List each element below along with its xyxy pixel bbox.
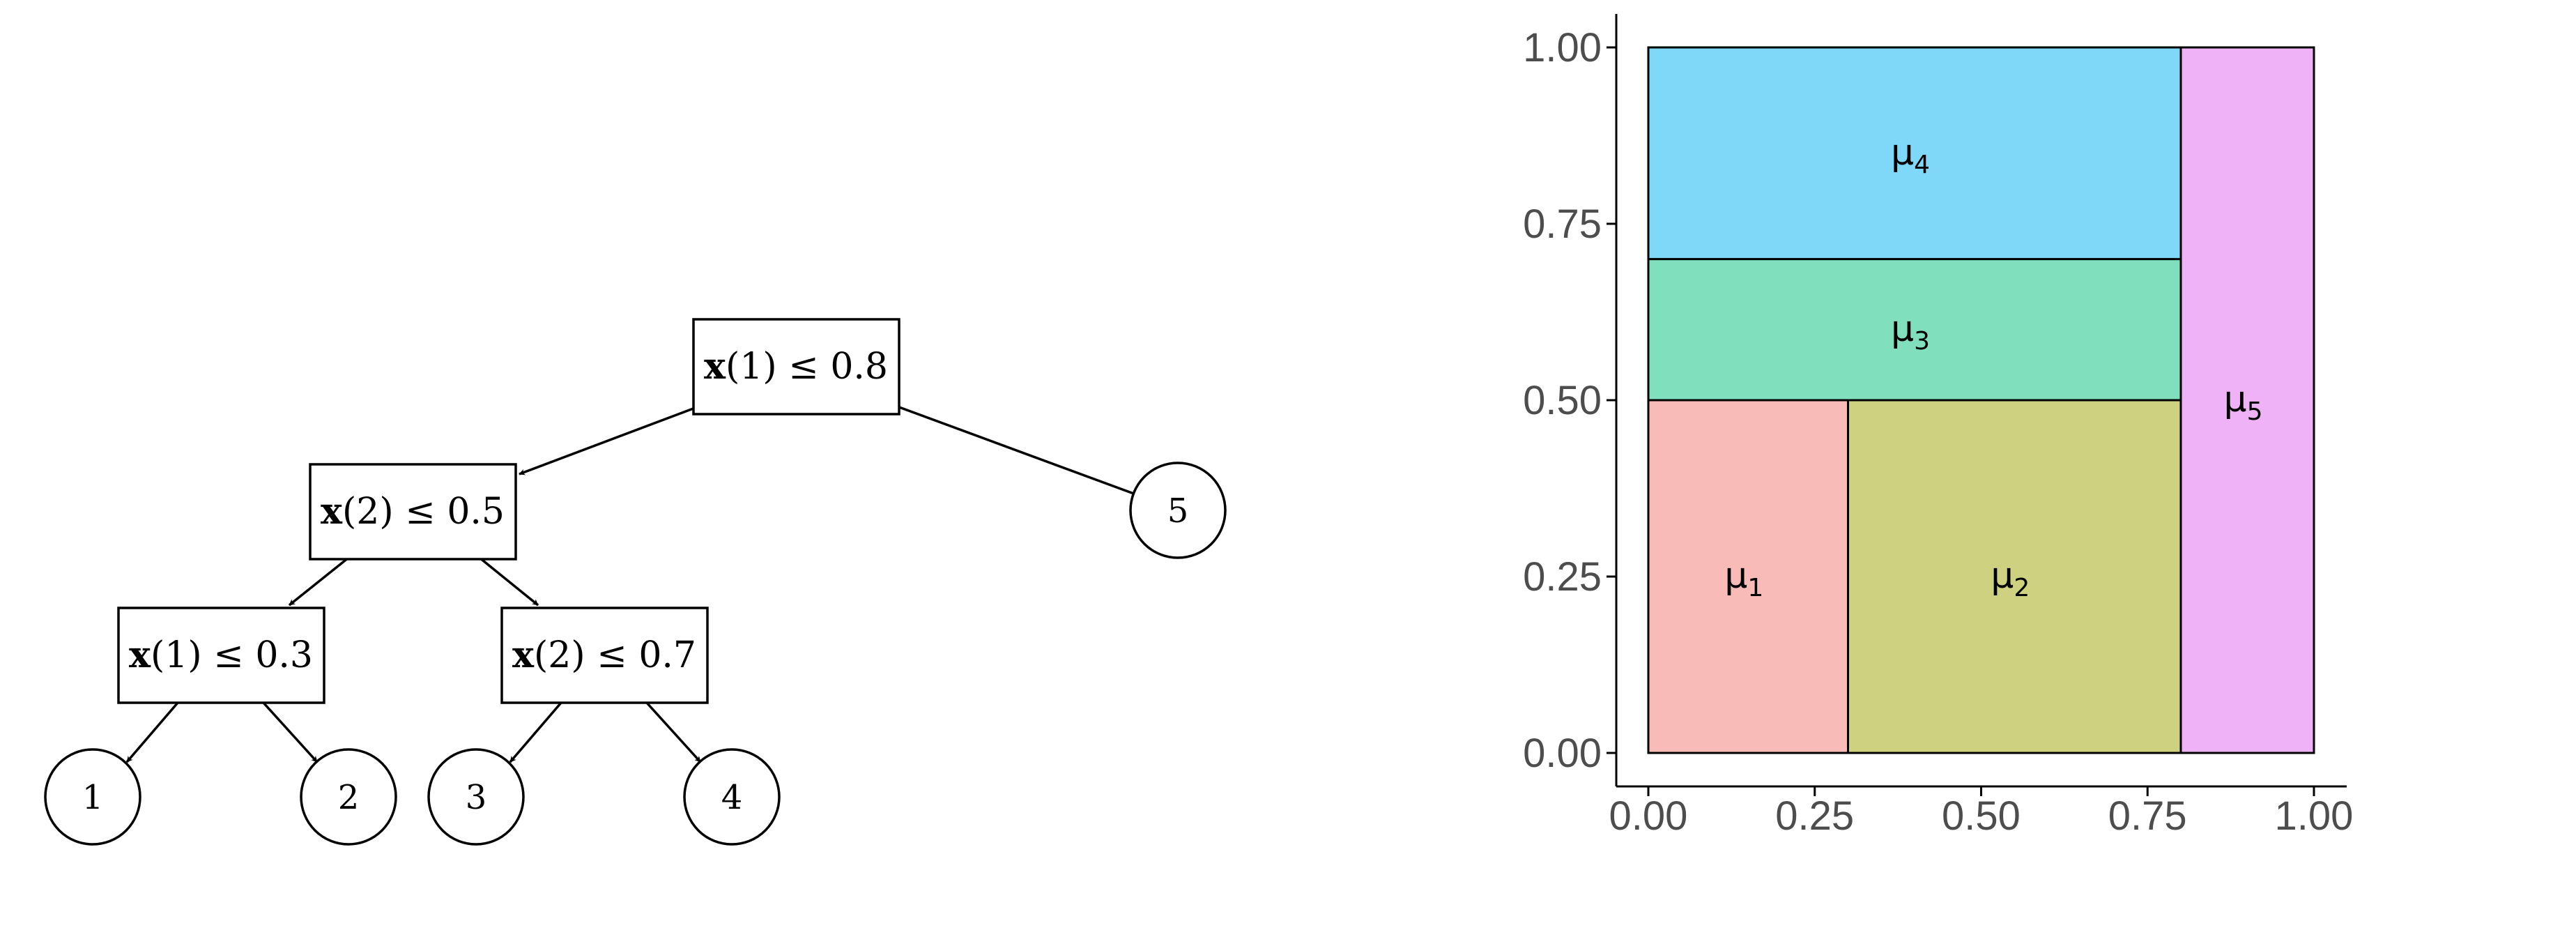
region-mu-4: μ4 <box>1647 46 2182 261</box>
region-label: μ1 <box>1724 555 1763 602</box>
region-label-symbol: μ <box>1724 555 1747 597</box>
svg-text:x(1) ≤ 0.8: x(1) ≤ 0.8 <box>704 345 888 388</box>
leaf-label: 4 <box>721 778 743 817</box>
region-rect <box>2179 46 2315 754</box>
leaf-label: 2 <box>338 778 360 817</box>
leaf-node-2: 2 <box>300 748 397 846</box>
region-label: μ3 <box>1891 308 1930 356</box>
region-label-subscript: 3 <box>1914 327 1930 356</box>
svg-text:x(1) ≤ 0.3: x(1) ≤ 0.3 <box>129 634 313 676</box>
x-tick-label: 0.50 <box>1942 793 2021 839</box>
region-label: μ4 <box>1891 132 1930 179</box>
y-tick-label: 0.75 <box>1523 201 1602 247</box>
tree-edges <box>125 406 1138 763</box>
region-mu-5: μ5 <box>2179 46 2315 754</box>
leaf-node-3: 3 <box>427 748 525 846</box>
region-label-subscript: 1 <box>1747 574 1763 602</box>
split-var: x <box>321 490 343 533</box>
region-rect <box>1647 46 2182 261</box>
leaf-node-5: 5 <box>1129 462 1227 559</box>
edge-n0-leaf5 <box>898 406 1138 496</box>
split-threshold: 0.5 <box>447 491 505 533</box>
leaf-label: 3 <box>466 778 487 817</box>
leaf-node-1: 1 <box>44 748 141 846</box>
x-axis-ticks: 0.00 0.25 0.50 0.75 1.00 <box>1609 786 2354 839</box>
split-var: x <box>512 634 535 676</box>
edge-n3-leaf4 <box>645 701 702 763</box>
split-node-root: x(1) ≤ 0.8 <box>692 318 900 416</box>
x-tick-label: 0.75 <box>2108 793 2187 839</box>
region-rect <box>1647 258 2182 402</box>
y-tick-label: 0.25 <box>1523 554 1602 600</box>
edge-n3-leaf3 <box>509 701 562 763</box>
region-label-symbol: μ <box>1991 555 2014 597</box>
x-tick-label: 0.00 <box>1609 793 1688 839</box>
region-label: μ2 <box>1991 555 2030 602</box>
y-axis-ticks: 0.00 0.25 0.50 0.75 1.00 <box>1523 25 1616 776</box>
region-mu-2: μ2 <box>1847 399 2182 754</box>
split-node-left: x(2) ≤ 0.5 <box>309 463 517 561</box>
split-node-left-right: x(2) ≤ 0.7 <box>500 607 709 704</box>
edge-n0-n1 <box>519 406 698 475</box>
split-threshold: 0.8 <box>830 346 888 388</box>
region-label-subscript: 2 <box>2014 574 2030 602</box>
split-var: x <box>129 634 151 676</box>
y-tick-label: 0.00 <box>1523 731 1602 776</box>
region-label-subscript: 5 <box>2247 397 2263 426</box>
y-tick-label: 1.00 <box>1523 25 1602 70</box>
leaf-label: 5 <box>1167 492 1189 531</box>
region-label: μ5 <box>2224 379 2263 426</box>
region-label-symbol: μ <box>1891 308 1914 350</box>
region-label-symbol: μ <box>1891 132 1914 174</box>
leaf-label: 1 <box>82 778 104 817</box>
svg-text:x(2) ≤ 0.5: x(2) ≤ 0.5 <box>321 490 505 533</box>
edge-n2-leaf1 <box>125 701 179 763</box>
region-label-subscript: 4 <box>1914 151 1930 179</box>
decision-tree: x(1) ≤ 0.8 x(2) ≤ 0.5 x(1) ≤ 0.3 x(2) ≤ … <box>44 318 1227 846</box>
split-threshold: 0.3 <box>255 634 313 676</box>
edge-n2-leaf2 <box>262 701 319 763</box>
region-label-symbol: μ <box>2224 379 2247 420</box>
split-threshold: 0.7 <box>638 634 696 676</box>
edge-n1-n2 <box>288 556 350 607</box>
x-tick-label: 1.00 <box>2275 793 2354 839</box>
split-node-left-left: x(1) ≤ 0.3 <box>117 607 325 704</box>
y-tick-label: 0.50 <box>1523 378 1602 423</box>
region-mu-3: μ3 <box>1647 258 2182 402</box>
split-var: x <box>704 345 726 388</box>
leaf-node-4: 4 <box>683 748 781 846</box>
svg-text:x(2) ≤ 0.7: x(2) ≤ 0.7 <box>512 634 696 676</box>
region-rect <box>1647 399 1849 754</box>
edge-n1-n3 <box>478 556 539 607</box>
x-tick-label: 0.25 <box>1775 793 1854 839</box>
region-mu-1: μ1 <box>1647 399 1849 754</box>
